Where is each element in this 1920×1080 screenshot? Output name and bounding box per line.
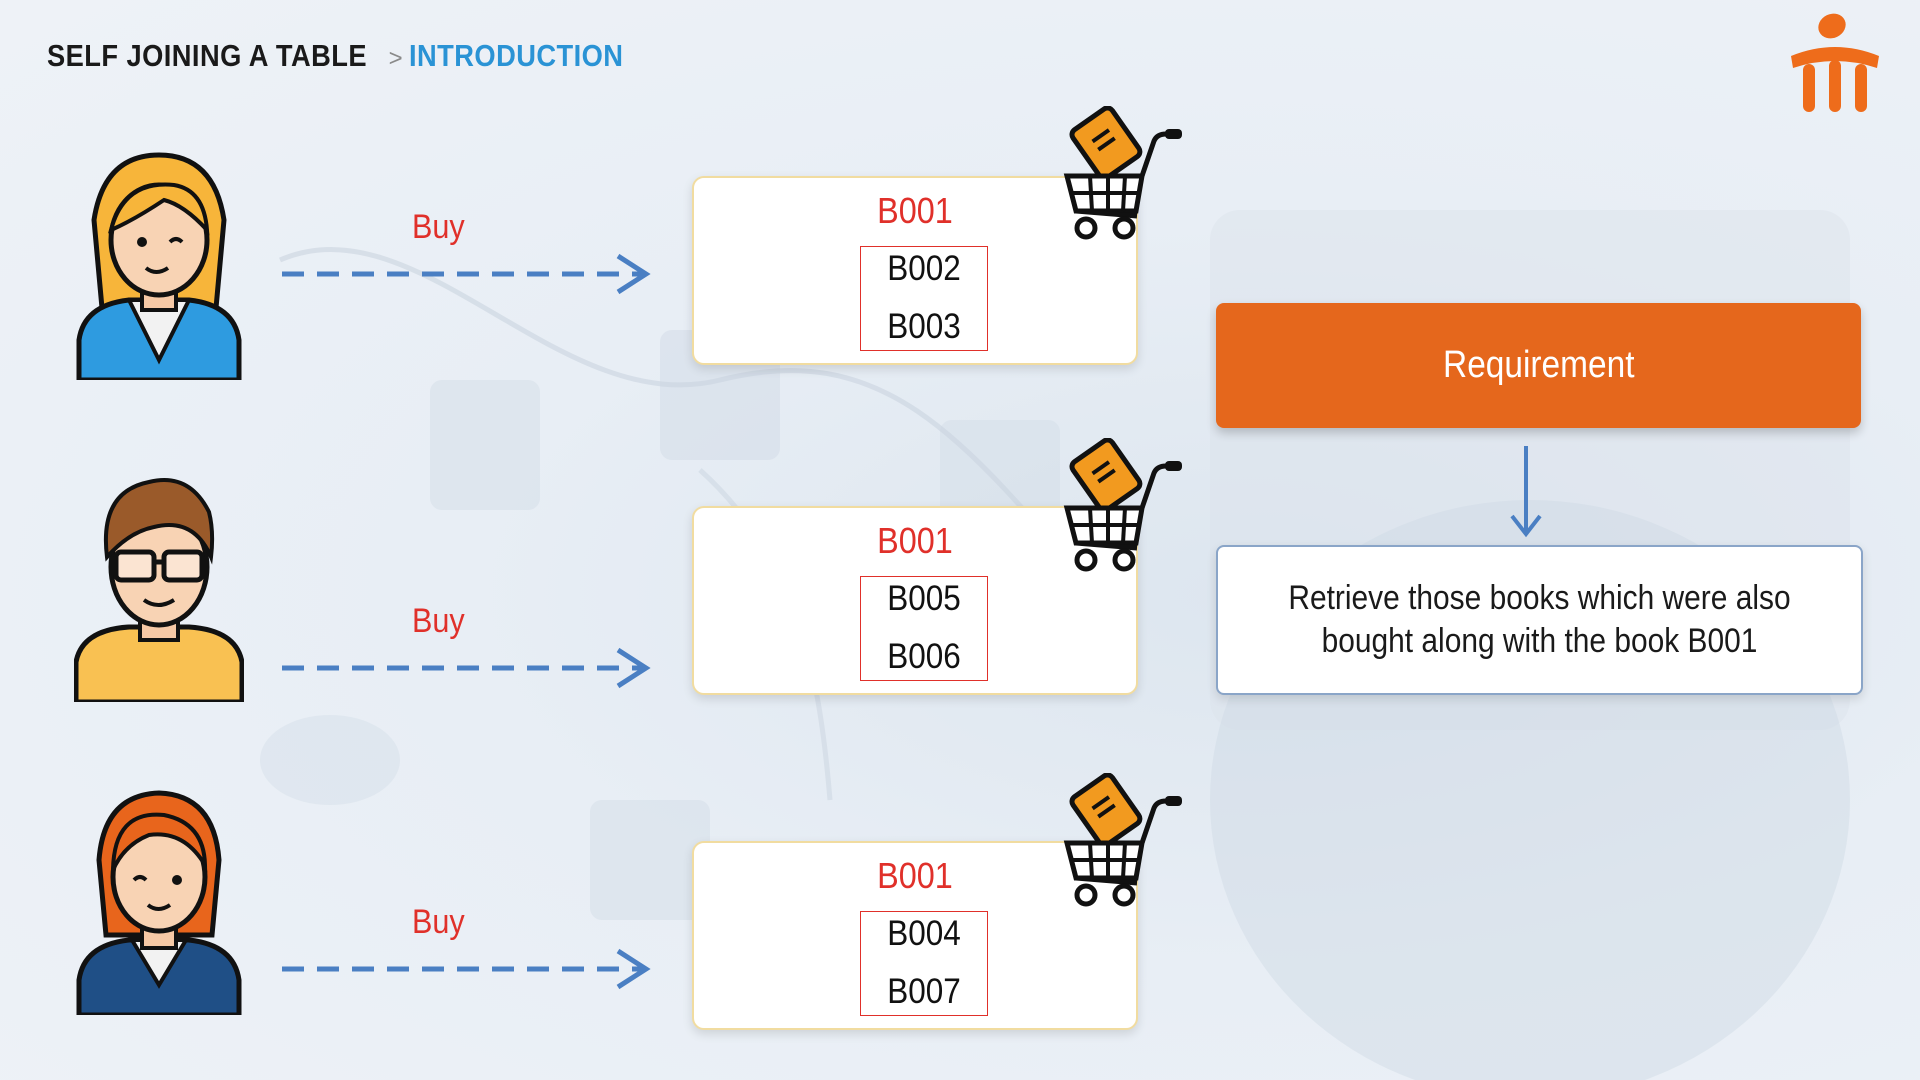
purchase-box: B001 B004 B007 xyxy=(692,841,1138,1030)
shopping-cart-book-icon xyxy=(1063,773,1182,907)
woman-blonde-avatar-icon xyxy=(76,152,242,380)
related-book: B004 xyxy=(887,914,961,953)
breadcrumb-section: SELF JOINING A TABLE xyxy=(47,38,368,73)
brand-logo-icon xyxy=(1791,13,1879,112)
breadcrumb-separator: > xyxy=(388,45,404,72)
related-books-list: B002 B003 xyxy=(860,246,988,351)
related-books-list: B004 B007 xyxy=(860,911,988,1016)
breadcrumb-page: INTRODUCTION xyxy=(409,38,624,73)
dashed-arrow-icon xyxy=(282,948,651,990)
requirement-banner: Requirement xyxy=(1216,303,1861,428)
related-book: B003 xyxy=(887,307,961,346)
buy-label: Buy xyxy=(412,602,465,640)
buy-arrow: Buy xyxy=(280,208,660,298)
requirement-description-box: Retrieve those books which were also bou… xyxy=(1216,545,1863,695)
buy-label: Buy xyxy=(412,903,465,941)
purchase-box: B001 B005 B006 xyxy=(692,506,1138,695)
buy-label: Buy xyxy=(412,208,465,246)
related-book: B007 xyxy=(887,972,961,1011)
primary-book: B001 xyxy=(877,855,953,896)
shopping-cart-book-icon xyxy=(1063,438,1182,572)
requirement-description: Retrieve those books which were also bou… xyxy=(1257,577,1823,663)
related-book: B006 xyxy=(887,637,961,676)
requirement-title: Requirement xyxy=(1442,344,1635,386)
related-books-list: B005 B006 xyxy=(860,576,988,681)
requirement-line: Retrieve those books which were also xyxy=(1288,579,1791,617)
primary-book: B001 xyxy=(877,190,953,231)
woman-redhead-avatar-icon xyxy=(76,790,242,1015)
related-book: B005 xyxy=(887,579,961,618)
purchase-box: B001 B002 B003 xyxy=(692,176,1138,365)
primary-book: B001 xyxy=(877,520,953,561)
related-book: B002 xyxy=(887,249,961,288)
requirement-line: bought along with the book B001 xyxy=(1321,622,1758,660)
shopping-cart-book-icon xyxy=(1063,106,1182,240)
buy-arrow: Buy xyxy=(280,903,660,993)
man-glasses-avatar-icon xyxy=(74,478,244,702)
breadcrumb: SELF JOINING A TABLE > INTRODUCTION xyxy=(47,38,653,74)
buy-arrow: Buy xyxy=(280,602,660,692)
dashed-arrow-icon xyxy=(282,253,651,295)
down-arrow-icon xyxy=(1510,446,1542,538)
dashed-arrow-icon xyxy=(282,647,651,689)
